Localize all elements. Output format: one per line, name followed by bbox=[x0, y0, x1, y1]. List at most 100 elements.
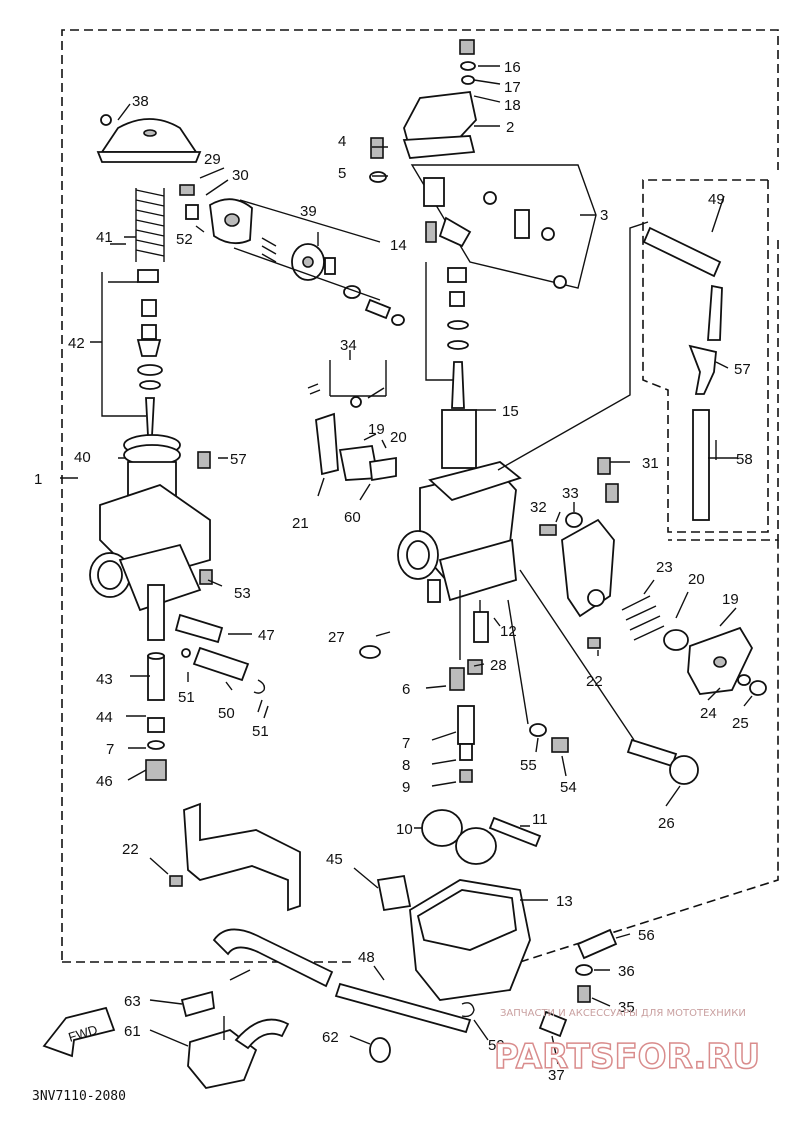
part-label-62: 62 bbox=[322, 1029, 339, 1046]
part-label-11: 11 bbox=[532, 811, 548, 828]
float-assembly bbox=[421, 809, 542, 865]
part-label-7a: 7 bbox=[106, 741, 114, 758]
vent-hose-set bbox=[642, 226, 723, 521]
part-label-16: 16 bbox=[504, 59, 521, 76]
part-label-2: 2 bbox=[506, 119, 514, 136]
part-label-50: 50 bbox=[218, 705, 235, 722]
watermark-logo: PARTSFOR.RU bbox=[494, 1037, 760, 1077]
part-label-24: 24 bbox=[700, 705, 717, 722]
part-label-41: 41 bbox=[96, 229, 113, 246]
part-label-9: 9 bbox=[402, 779, 410, 796]
carburetor-body-main bbox=[397, 221, 649, 603]
part-label-20a: 20 bbox=[390, 429, 407, 446]
part-label-19b: 19 bbox=[722, 591, 739, 608]
part-label-58: 58 bbox=[736, 451, 753, 468]
part-label-6: 6 bbox=[402, 681, 410, 698]
part-label-36: 36 bbox=[618, 963, 635, 980]
part-label-57b: 57 bbox=[230, 451, 247, 468]
part-label-15: 15 bbox=[502, 403, 519, 420]
part-label-43: 43 bbox=[96, 671, 113, 688]
part-label-42: 42 bbox=[68, 335, 85, 352]
part-label-4: 4 bbox=[338, 133, 346, 150]
part-label-55: 55 bbox=[520, 757, 537, 774]
part-label-18: 18 bbox=[504, 97, 521, 114]
throttle-link-group bbox=[410, 164, 597, 289]
part-label-44: 44 bbox=[96, 709, 113, 726]
jet-group bbox=[359, 590, 489, 691]
forward-arrow: FWD bbox=[42, 1006, 116, 1058]
float-bowl bbox=[376, 874, 618, 1038]
pump-cover-group bbox=[179, 184, 405, 326]
part-label-40: 40 bbox=[74, 449, 91, 466]
part-label-13: 13 bbox=[556, 893, 573, 910]
leader-lines bbox=[60, 65, 753, 1065]
part-label-38: 38 bbox=[132, 93, 149, 110]
part-label-60: 60 bbox=[344, 509, 361, 526]
throttle-drum-group bbox=[621, 595, 767, 696]
part-label-32: 32 bbox=[530, 499, 547, 516]
part-label-5: 5 bbox=[338, 165, 346, 182]
hose-subbox bbox=[642, 179, 769, 533]
lower-bracket bbox=[169, 802, 301, 912]
part-label-14: 14 bbox=[390, 237, 407, 254]
part-label-37: 37 bbox=[548, 1067, 565, 1084]
piston-spring bbox=[135, 188, 165, 262]
part-label-25: 25 bbox=[732, 715, 749, 732]
part-label-20b: 20 bbox=[688, 571, 705, 588]
part-label-23: 23 bbox=[656, 559, 673, 576]
part-label-35: 35 bbox=[618, 999, 635, 1016]
vacuum-cap bbox=[96, 114, 202, 163]
part-label-8: 8 bbox=[402, 757, 410, 774]
part-label-22a: 22 bbox=[586, 673, 603, 690]
drain-hoses bbox=[180, 928, 475, 1089]
part-label-26: 26 bbox=[658, 815, 675, 832]
part-label-12: 12 bbox=[500, 623, 517, 640]
diaphragm-piston bbox=[123, 434, 181, 466]
part-label-29: 29 bbox=[204, 151, 221, 168]
part-label-51b: 51 bbox=[252, 723, 269, 740]
part-label-7b: 7 bbox=[402, 735, 410, 752]
part-label-39: 39 bbox=[300, 203, 317, 220]
assembly-boundary-right bbox=[668, 240, 779, 541]
part-label-28: 28 bbox=[490, 657, 507, 674]
part-label-3: 3 bbox=[600, 207, 608, 224]
part-label-19a: 19 bbox=[368, 421, 385, 438]
left-jet-column bbox=[145, 652, 167, 781]
part-label-52: 52 bbox=[176, 231, 193, 248]
part-label-22b: 22 bbox=[122, 841, 139, 858]
part-label-63: 63 bbox=[124, 993, 141, 1010]
part-number-labels: 16 17 18 2 4 5 3 38 29 30 39 49 41 52 14… bbox=[34, 59, 753, 1084]
watermark: ЗАПЧАСТИ И АКСЕССУАРЫ ДЛЯ МОТОТЕХНИКИ PA… bbox=[493, 1008, 761, 1078]
part-label-33: 33 bbox=[562, 485, 579, 502]
drain-and-air-screw bbox=[507, 569, 699, 785]
part-label-34: 34 bbox=[340, 337, 357, 354]
part-label-61: 61 bbox=[124, 1023, 141, 1040]
throttle-bracket bbox=[539, 457, 619, 649]
part-label-17: 17 bbox=[504, 79, 521, 96]
part-label-54: 54 bbox=[560, 779, 577, 796]
part-label-21: 21 bbox=[292, 515, 309, 532]
part-label-57a: 57 bbox=[734, 361, 751, 378]
throttle-stop-group bbox=[307, 360, 397, 482]
part-label-51a: 51 bbox=[178, 689, 195, 706]
needle-jet-column bbox=[457, 705, 475, 783]
carburetor-body-left bbox=[89, 451, 213, 641]
part-label-10: 10 bbox=[396, 821, 413, 838]
top-cover bbox=[369, 39, 477, 183]
part-label-46: 46 bbox=[96, 773, 113, 790]
part-label-59: 59 bbox=[488, 1037, 505, 1054]
assembly-boundary bbox=[61, 29, 779, 960]
part-label-30: 30 bbox=[232, 167, 249, 184]
choke-hoses bbox=[174, 613, 266, 694]
part-label-53: 53 bbox=[234, 585, 251, 602]
slide-column bbox=[425, 221, 477, 469]
jet-needle-set bbox=[101, 269, 163, 437]
part-label-45: 45 bbox=[326, 851, 343, 868]
part-label-47: 47 bbox=[258, 627, 275, 644]
part-label-56: 56 bbox=[638, 927, 655, 944]
part-label-27: 27 bbox=[328, 629, 345, 646]
diagram-code: 3NV7110-2080 bbox=[32, 1089, 126, 1104]
watermark-tagline: ЗАПЧАСТИ И АКСЕССУАРЫ ДЛЯ МОТОТЕХНИКИ bbox=[500, 1008, 746, 1019]
part-label-1: 1 bbox=[34, 471, 42, 488]
